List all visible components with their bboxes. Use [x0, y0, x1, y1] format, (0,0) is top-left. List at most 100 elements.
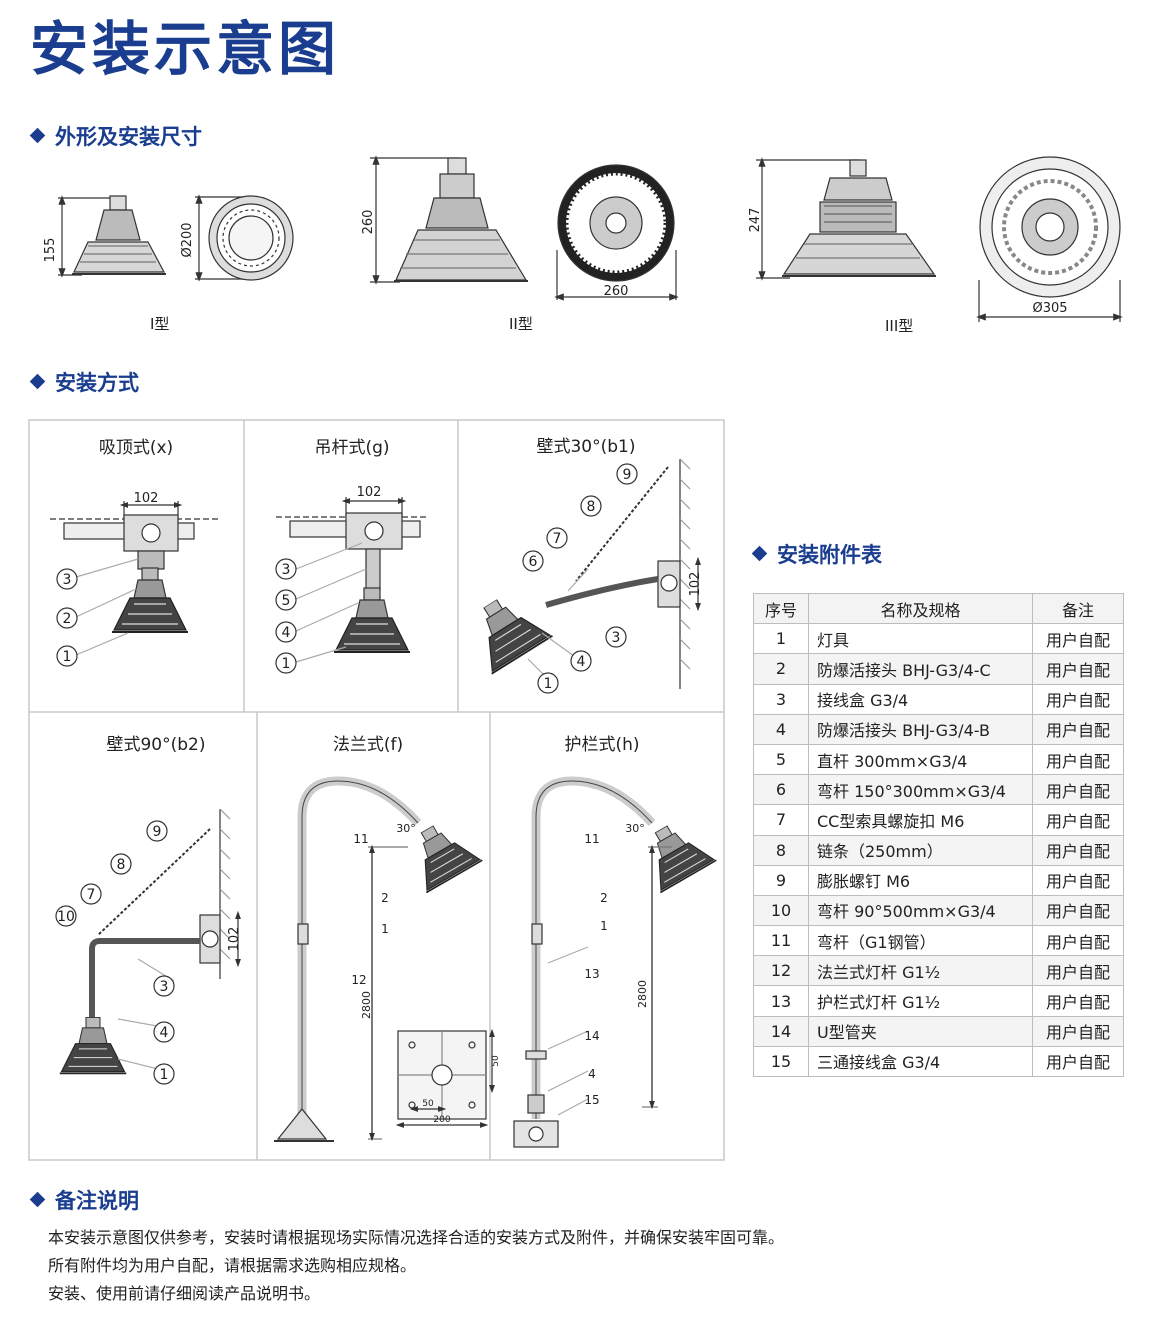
callout: 4 [282, 625, 291, 641]
method-x-dim: 102 [134, 491, 159, 506]
callout: 11 [584, 832, 599, 846]
cell-no: 6 [753, 774, 809, 806]
cell-remark: 用户自配 [1032, 1045, 1124, 1078]
callout: 9 [623, 467, 632, 483]
cell-no: 7 [753, 804, 809, 836]
method-h-title: 护栏式(h) [564, 735, 639, 755]
callout: 1 [600, 919, 608, 933]
method-f-angle: 30° [396, 822, 416, 835]
cell-no: 10 [753, 894, 809, 927]
page-title: 安装示意图 [30, 15, 341, 83]
callout: 8 [117, 857, 126, 873]
method-b1-dim: 102 [688, 572, 703, 597]
cell-name: 接线盒 G3/4 [808, 683, 1033, 715]
cell-no: 4 [753, 713, 809, 745]
method-f-drawing [274, 776, 495, 1142]
callout: 15 [584, 1093, 599, 1107]
callout: 5 [282, 593, 291, 609]
cell-name: 弯杆 150°300mm×G3/4 [808, 774, 1033, 806]
callout: 2 [381, 891, 389, 905]
note-line: 所有附件均为用户自配，请根据需求选购相应规格。 [48, 1256, 417, 1275]
callout: 3 [612, 630, 621, 646]
notes-block: 本安装示意图仅供参考，安装时请根据现场实际情况选择合适的安装方式及附件，并确保安… [48, 1224, 784, 1308]
method-b2-title: 壁式90°(b2) [106, 735, 205, 755]
type-2-side-view [370, 155, 528, 285]
method-g-title: 吊杆式(g) [314, 438, 389, 458]
callout: 4 [588, 1067, 596, 1081]
section-title-methods: 安装方式 [29, 373, 139, 394]
type-3-top-view [976, 156, 1123, 322]
cell-remark: 用户自配 [1032, 774, 1124, 806]
callout: 4 [160, 1025, 169, 1041]
cell-name: 护栏式灯杆 G1½ [808, 985, 1033, 1017]
section-label: 安装附件表 [777, 543, 882, 567]
note-line: 本安装示意图仅供参考，安装时请根据现场实际情况选择合适的安装方式及附件，并确保安… [48, 1228, 785, 1247]
diamond-bullet-icon [29, 373, 46, 390]
cell-name: 防爆活接头 BHJ-G3/4-C [808, 653, 1033, 685]
method-x-drawing [50, 501, 218, 667]
cell-no: 8 [753, 834, 809, 866]
callout: 12 [351, 973, 366, 987]
callout: 1 [63, 649, 72, 665]
cell-name: 直杆 300mm×G3/4 [808, 743, 1033, 776]
cell-name: CC型索具螺旋扣 M6 [808, 804, 1033, 836]
callout: 4 [577, 654, 586, 670]
callout: 3 [282, 562, 291, 578]
method-b2-drawing [55, 808, 241, 1085]
cell-no: 9 [753, 864, 809, 896]
dimension-drawings: 155 Ø200 260 260 247 Ø305 [43, 155, 1123, 322]
type-1-diameter-label: Ø200 [180, 222, 195, 257]
cell-name: 灯具 [808, 623, 1033, 655]
cell-no: 1 [753, 623, 809, 655]
type-1-height-label: 155 [43, 238, 58, 263]
cell-remark: 用户自配 [1032, 834, 1124, 866]
callout: 7 [87, 887, 96, 903]
callout: 9 [153, 824, 162, 840]
section-title-dimensions: 外形及安装尺寸 [29, 125, 202, 149]
method-f-height: 2800 [360, 991, 373, 1019]
cell-no: 15 [753, 1045, 809, 1078]
type-1-label: I型 [150, 315, 170, 333]
cell-no: 2 [753, 653, 809, 685]
method-h-angle: 30° [625, 822, 645, 835]
cell-remark: 用户自配 [1032, 864, 1124, 896]
method-h-height: 2800 [636, 980, 649, 1008]
cell-remark: 用户自配 [1032, 955, 1124, 987]
cell-remark: 用户自配 [1032, 623, 1124, 655]
cell-remark: 用户自配 [1032, 894, 1124, 927]
type-1-top-view [195, 194, 294, 282]
method-f-title: 法兰式(f) [333, 735, 403, 755]
callout: 6 [529, 554, 538, 570]
col-header-remark: 备注 [1032, 592, 1124, 625]
method-f-base-h: 50 [491, 1055, 501, 1067]
diamond-bullet-icon [29, 127, 46, 144]
method-g-drawing [275, 497, 428, 674]
method-b2-dim: 102 [227, 927, 242, 952]
callout: 14 [584, 1029, 599, 1043]
type-2-label: II型 [509, 315, 533, 333]
callout: 3 [160, 979, 169, 995]
cell-no: 5 [753, 743, 809, 776]
method-h-drawing [513, 776, 718, 1148]
cell-no: 13 [753, 985, 809, 1017]
cell-no: 11 [753, 925, 809, 957]
cell-name: 链条（250mm） [808, 834, 1033, 866]
cell-no: 12 [753, 955, 809, 987]
callout: 8 [587, 499, 596, 515]
cell-no: 3 [753, 683, 809, 715]
section-label: 外形及安装尺寸 [55, 125, 202, 149]
col-header-no: 序号 [753, 592, 809, 625]
method-b1-title: 壁式30°(b1) [536, 437, 635, 457]
type-3-height-label: 247 [748, 208, 763, 233]
cell-name: 弯杆 90°500mm×G3/4 [808, 894, 1033, 927]
cell-remark: 用户自配 [1032, 743, 1124, 776]
section-title-notes: 备注说明 [29, 1191, 139, 1212]
